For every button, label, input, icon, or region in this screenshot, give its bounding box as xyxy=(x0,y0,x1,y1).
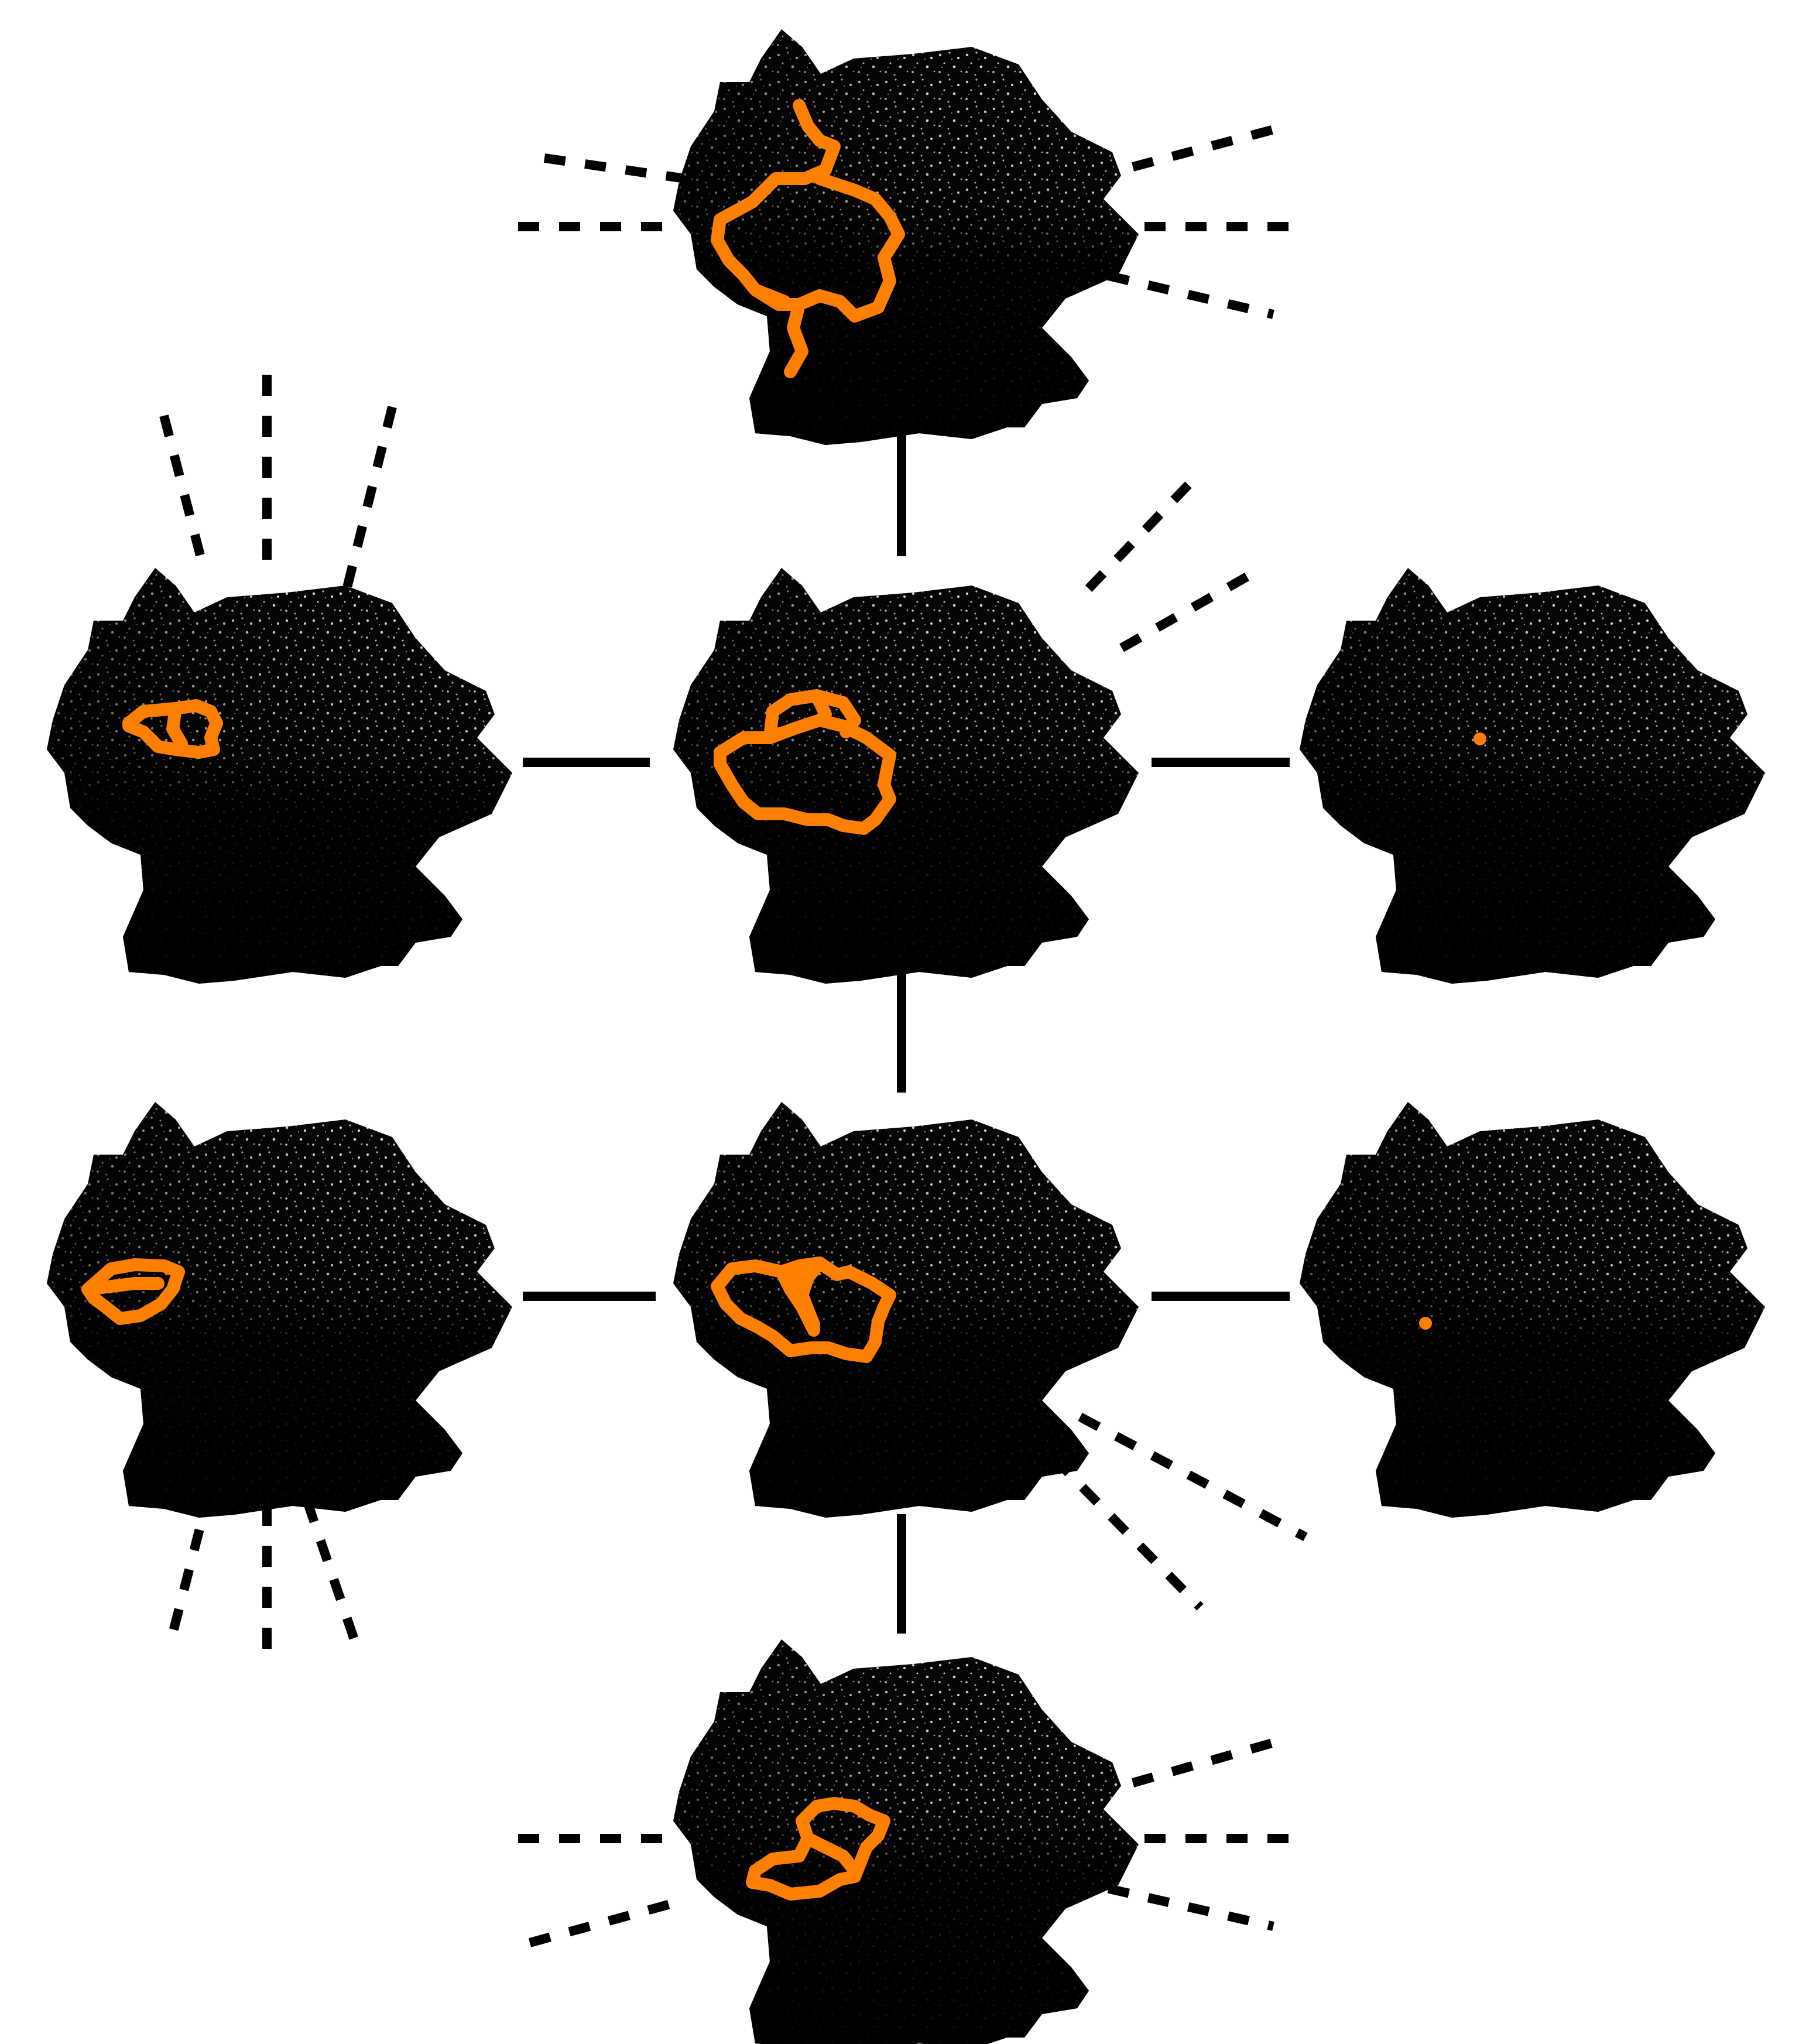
route-point xyxy=(1419,1317,1432,1330)
dashed-edge xyxy=(1082,481,1192,595)
map-node-mid-right xyxy=(1300,568,1765,984)
map-node-top xyxy=(673,29,1139,445)
route-path xyxy=(746,1797,890,1901)
dashed-edge xyxy=(303,1500,359,1641)
dashed-edge xyxy=(168,1489,214,1635)
map-node-mid-left xyxy=(47,568,512,984)
dashed-edge xyxy=(338,406,397,607)
route-path xyxy=(711,1256,896,1363)
dashed-edge xyxy=(1078,1412,1308,1542)
graph-nodes xyxy=(47,29,1765,2044)
dashed-edge xyxy=(1116,573,1249,654)
map-node-lower-left xyxy=(47,1102,512,1518)
dashed-edge xyxy=(1067,262,1274,319)
dashed-edge xyxy=(159,414,207,564)
route-path xyxy=(122,699,223,759)
dashed-edge xyxy=(1131,1737,1278,1788)
route-path xyxy=(711,99,905,378)
dashed-edge xyxy=(1131,124,1278,172)
dashed-edge xyxy=(1050,1454,1204,1611)
dashed-edge xyxy=(543,153,686,183)
dashed-edge xyxy=(528,1899,672,1947)
graph-dashed-edges xyxy=(159,124,1308,1947)
map-node-lower-center xyxy=(673,1102,1139,1518)
route-path xyxy=(81,1258,185,1325)
map-node-bottom xyxy=(673,1639,1139,2044)
map-node-center xyxy=(673,568,1139,984)
dashed-edge xyxy=(1067,1875,1274,1931)
map-node-lower-right xyxy=(1300,1102,1765,1518)
graph-edges xyxy=(523,434,1290,1634)
route-point xyxy=(1474,732,1486,745)
route-path xyxy=(714,689,896,835)
